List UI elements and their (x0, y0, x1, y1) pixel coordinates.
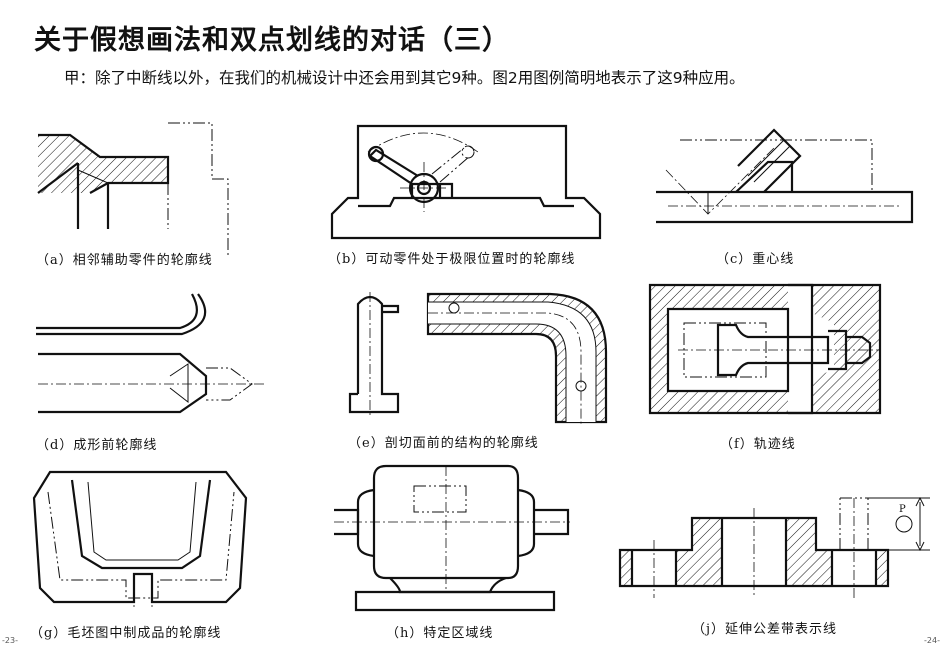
figure-h: （h）特定区域线 (330, 462, 590, 641)
caption-d: （d）成形前轮廓线 (36, 438, 158, 453)
caption-e: （e）剖切面前的结构的轮廓线 (348, 436, 539, 451)
figure-c-drawing (656, 128, 914, 224)
figure-d: （d）成形前轮廓线 (30, 290, 280, 453)
figure-f-drawing (648, 283, 882, 415)
figure-h-drawing (334, 464, 570, 612)
caption-h: （h）特定区域线 (386, 626, 494, 641)
figure-j-drawing (618, 496, 930, 598)
figure-e: （e）剖切面前的结构的轮廓线 (330, 286, 610, 456)
figure-b: （b）可动零件处于极限位置时的轮廓线 (328, 122, 608, 267)
page-number-left: -23- (2, 636, 18, 645)
figure-a-drawing (37, 122, 229, 255)
caption-c: （c）重心线 (716, 252, 795, 267)
caption-g: （g）毛坯图中制成品的轮廓线 (30, 626, 222, 641)
figure-e-drawing (348, 292, 608, 426)
figure-g-drawing (32, 470, 248, 610)
caption-b: （b）可动零件处于极限位置时的轮廓线 (328, 252, 576, 267)
page-title: 关于假想画法和双点划线的对话（三） (34, 25, 510, 56)
page-number-right: -24- (924, 636, 940, 645)
caption-a: （a）相邻辅助零件的轮廓线 (36, 253, 213, 268)
tolerance-label-p: P (899, 504, 906, 515)
figure-g: （g）毛坯图中制成品的轮廓线 (30, 470, 290, 641)
figure-a: （a）相邻辅助零件的轮廓线 (30, 115, 280, 268)
figure-j: P （j）延伸公差带表示线 (612, 488, 942, 638)
caption-f: （f）轨迹线 (720, 437, 796, 452)
figure-f: （f）轨迹线 (648, 283, 888, 453)
figure-b-drawing (330, 124, 602, 240)
figure-c: （c）重心线 (650, 118, 920, 267)
figure-d-drawing (36, 293, 266, 414)
caption-j: （j）延伸公差带表示线 (692, 622, 838, 637)
intro-paragraph: 甲：除了中断线以外，在我们的机械设计中还会用到其它9种。图2用图例简明地表示了这… (64, 69, 745, 87)
